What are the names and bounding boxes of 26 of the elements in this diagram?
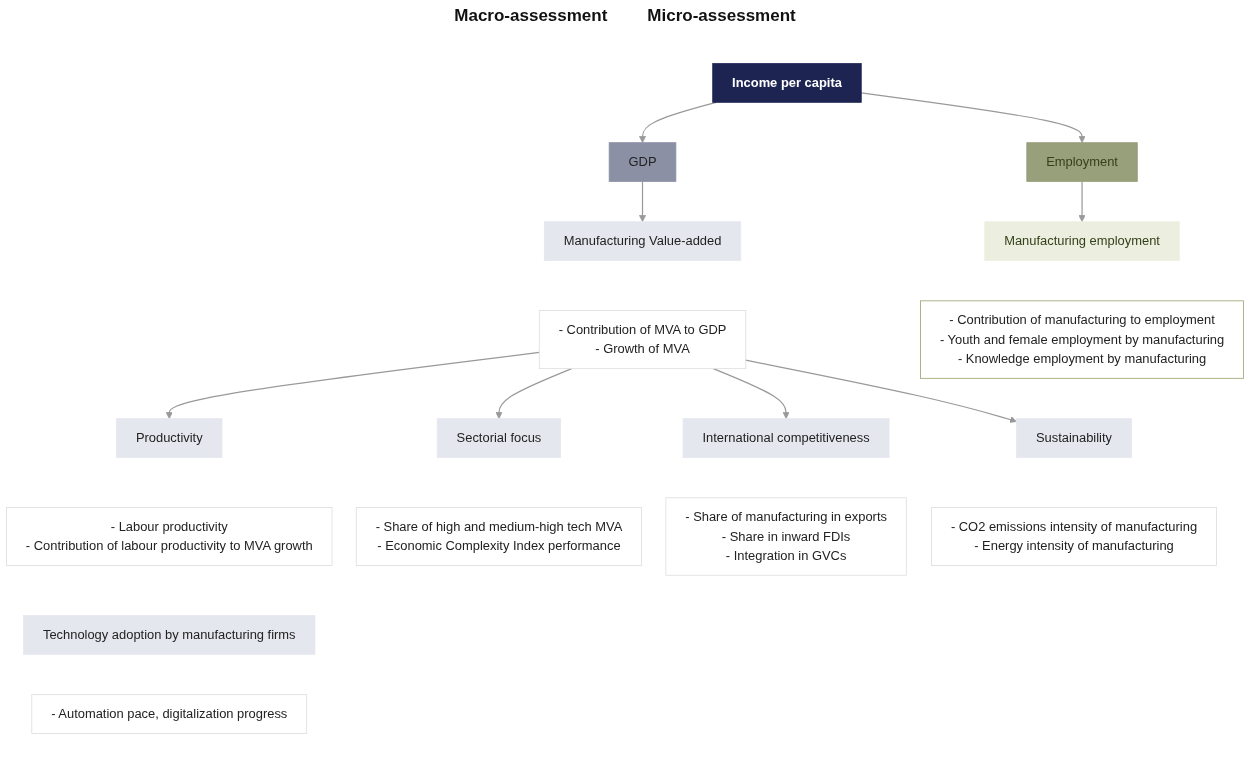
arrow: [860, 92, 1086, 143]
arrow: [495, 368, 573, 419]
node-box: - Share of manufacturing in exports - Share in inward FDIs - Integration in GVCs: [665, 497, 907, 576]
node-box: Manufacturing employment: [984, 221, 1180, 261]
node-box: - Contribution of MVA to GDP - Growth of MVA: [538, 310, 747, 370]
section-heading: Micro-assessment: [647, 6, 796, 27]
node-box: Productivity: [116, 418, 223, 458]
node-box: - CO2 emissions intensity of manufacturing - Energy intensity of manufacturing: [931, 507, 1217, 566]
node-box: GDP: [608, 142, 677, 182]
arrow: [638, 180, 647, 223]
node-box: - Labour productivity - Contribution of labour productivity to MVA growth: [6, 507, 333, 566]
arrow: [165, 351, 540, 419]
node-box: - Share of high and medium-high tech MVA - Economic Complexity Index performance: [355, 507, 643, 566]
node-box: Manufacturing Value-added: [543, 221, 742, 261]
section-heading: Macro-assessment: [454, 6, 608, 27]
arrow: [745, 359, 1017, 423]
node-box: Sustainability: [1016, 418, 1132, 458]
node-box: International competitiveness: [682, 418, 890, 458]
node-box: - Contribution of manufacturing to employment - Youth and female employment by manufacturing - Knowledge employment by manufacturing: [920, 300, 1244, 379]
arrow: [712, 368, 790, 419]
node-box: Technology adoption by manufacturing firms: [23, 615, 316, 655]
node-box: Income per capita: [712, 63, 862, 103]
node-box: - Automation pace, digitalization progress: [31, 694, 308, 734]
node-box: Sectorial focus: [436, 418, 562, 458]
node-box: Employment: [1026, 142, 1138, 182]
arrow: [1078, 180, 1086, 223]
